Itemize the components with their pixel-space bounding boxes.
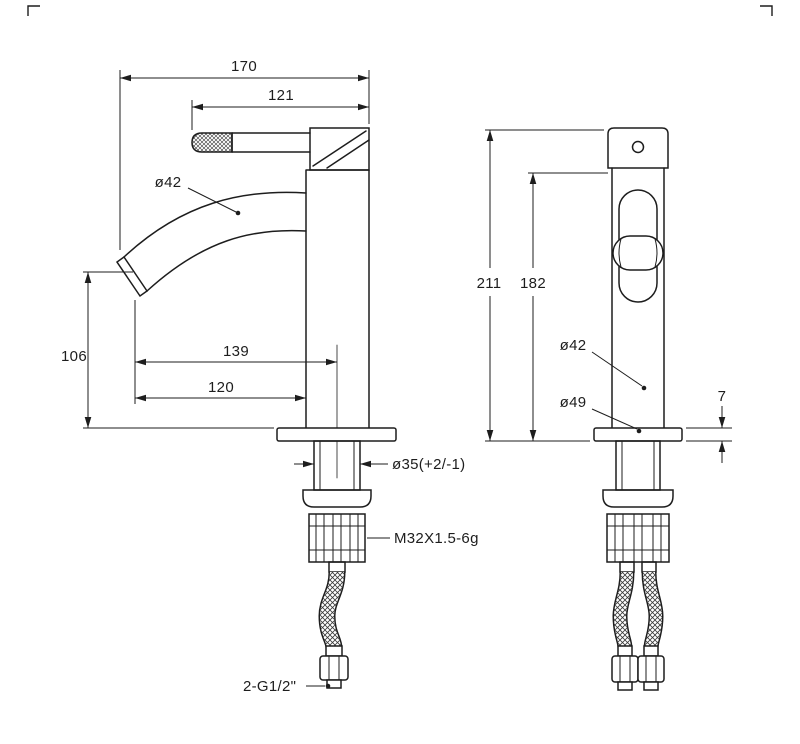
dim-label-d35: ø35(+2/-1) [392, 456, 465, 473]
dim-mounting-thread: M32X1.5-6g [367, 530, 479, 547]
base-flange [276, 427, 397, 442]
dome-washer-front [602, 489, 674, 508]
top-cap [607, 127, 669, 169]
lever-wedge-line-2 [326, 139, 370, 169]
spout-bottom-edge [146, 229, 307, 292]
dim-reach-to-edge: 120 [135, 379, 306, 402]
dim-base-thickness: 7 [686, 388, 732, 463]
front-view-hoses [611, 571, 665, 691]
hose-collar [328, 561, 346, 573]
dim-reach-to-center: 139 [134, 300, 337, 404]
handle-bar-front [612, 235, 664, 271]
body-column [305, 169, 370, 429]
side-view [115, 127, 397, 573]
corner-mark-top-left [27, 5, 40, 16]
dim-base-diameter: ø49 [560, 394, 642, 434]
dim-label-211: 211 [477, 275, 502, 292]
dim-label-170: 170 [231, 58, 257, 75]
spout-top-edge [123, 191, 307, 258]
dim-label-g12: 2-G1/2" [243, 678, 296, 695]
dimensions-front-view: 211 182 ø42 ø49 7 [477, 129, 732, 463]
dimensions-side-view: 170 121 ø42 106 139 120 [61, 58, 479, 695]
dim-label-m32: M32X1.5-6g [394, 530, 479, 547]
lever-wedge-line-1 [312, 130, 367, 167]
hose-collar-left [619, 561, 635, 573]
handle-bar-end-left [618, 238, 622, 268]
dim-body-diameter: ø42 [560, 337, 647, 391]
hose-tip-left [617, 681, 633, 691]
dim-label-182: 182 [520, 275, 546, 292]
corner-mark-top-right [760, 5, 773, 16]
hose-hex-nut [319, 655, 349, 681]
hose-ferrule-right [643, 645, 659, 657]
dim-label-7: 7 [718, 388, 727, 405]
hose-ferrule [325, 645, 343, 657]
dim-label-121: 121 [268, 87, 294, 104]
spout-outlet-cap [115, 256, 148, 298]
aerator-button [631, 140, 645, 154]
dim-body-height: 182 [520, 172, 608, 441]
side-view-hose [318, 571, 349, 689]
dim-label-139: 139 [223, 343, 249, 360]
dim-outlet-height: 106 [61, 271, 274, 429]
hose-collar-right [641, 561, 657, 573]
dim-label-d42-front: ø42 [560, 337, 587, 354]
hose-ferrule-left [617, 645, 633, 657]
frame-corner-marks [27, 5, 773, 16]
front-view [593, 127, 683, 573]
mounting-nut-front [606, 513, 670, 563]
hose-hex-nut-right [637, 655, 665, 683]
handle-bar-end-right [654, 238, 658, 268]
dim-hose-thread: 2-G1/2" [243, 678, 331, 695]
hose-tip-right [643, 681, 659, 691]
dome-washer [302, 489, 372, 508]
hose-hex-nut-left [611, 655, 639, 683]
dim-label-d42-side: ø42 [155, 174, 182, 191]
handle-knurl [191, 132, 233, 153]
mounting-nut [308, 513, 366, 563]
dim-label-120: 120 [208, 379, 234, 396]
dim-label-d49: ø49 [560, 394, 587, 411]
dim-shank-diameter: ø35(+2/-1) [294, 456, 465, 473]
spout-face [123, 256, 148, 292]
shank-front [615, 440, 661, 491]
handle-lever [231, 132, 311, 153]
dim-handle-length: 121 [191, 87, 369, 130]
dim-overall-projection: 170 [119, 58, 370, 250]
dim-overall-height: 211 [477, 129, 604, 442]
dim-label-106: 106 [61, 348, 87, 365]
dim-spout-diameter: ø42 [155, 174, 241, 216]
